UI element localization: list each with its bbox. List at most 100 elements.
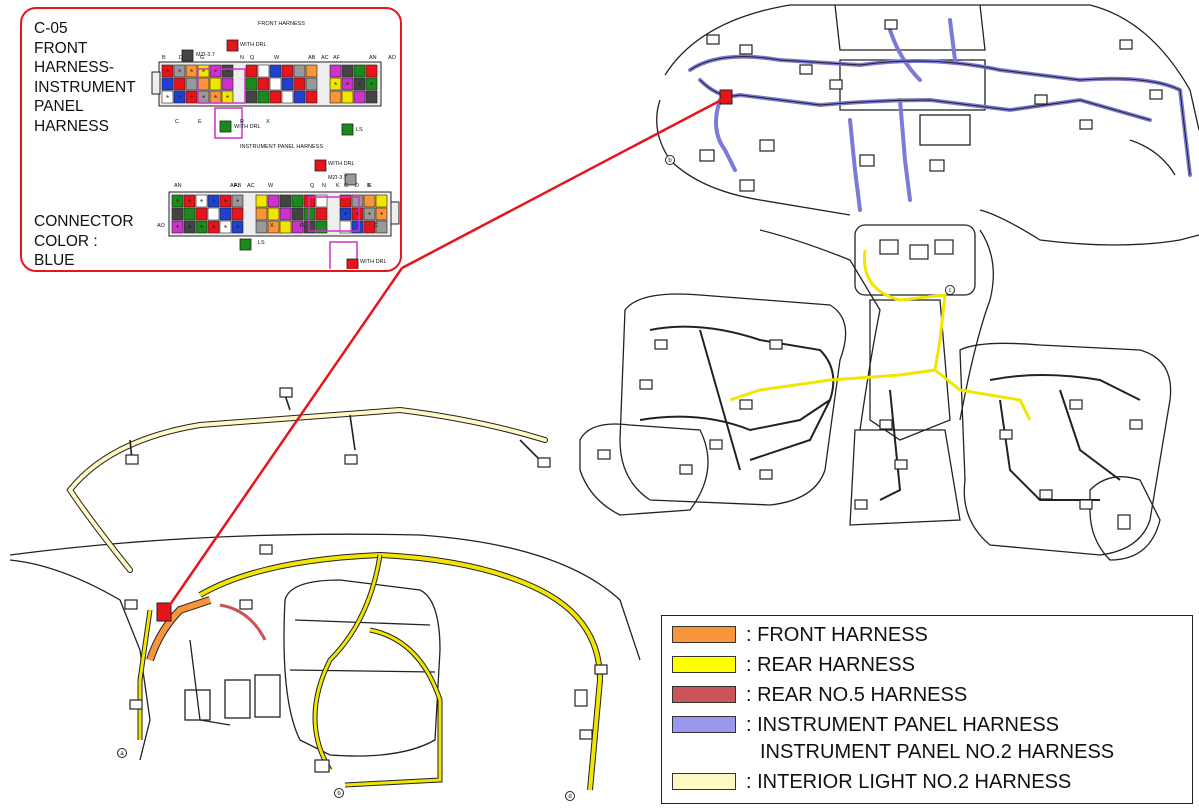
pin-unused-mark: *: [334, 81, 337, 90]
pin-cell: [185, 90, 198, 104]
pin-cell: [363, 194, 376, 208]
pin-label: B: [162, 55, 166, 61]
title-line: C-05: [34, 20, 68, 37]
legend-label: : INSTRUMENT PANEL HARNESS: [746, 714, 1060, 736]
pin-unused-mark: *: [380, 211, 383, 220]
pin-cell: [353, 90, 366, 104]
pin-cell: [293, 77, 306, 91]
pin-cell: [305, 77, 318, 91]
pin-unused-mark: *: [358, 81, 361, 90]
title-line: HARNESS: [34, 117, 109, 135]
pin-label: AO: [388, 55, 396, 61]
pin-label: C: [175, 119, 179, 125]
pin-unused-mark: *: [214, 68, 217, 77]
connector-blocks-right: [597, 19, 1163, 530]
floor-harness-wires: [639, 325, 1141, 501]
pin-unused-mark: *: [346, 81, 349, 90]
connector-pinout: **************** ****************: [151, 39, 400, 269]
pin-cell: [257, 90, 270, 104]
pin-label: AF: [230, 183, 238, 189]
pin-cell: [245, 64, 258, 78]
pin-cell: [221, 64, 234, 78]
pin-unused-mark: *: [212, 198, 215, 207]
title-line: INSTRUMENT: [34, 78, 136, 96]
pin-cell: [209, 77, 222, 91]
callout-leader-lines: [163, 95, 728, 613]
pin-label: X: [270, 223, 274, 229]
legend-label: : REAR NO.5 HARNESS: [746, 684, 968, 706]
connector-blocks-left-bottom: [124, 544, 608, 773]
pin-cell: [221, 77, 234, 91]
pin-label: R: [240, 119, 244, 125]
pin-cell: [245, 90, 258, 104]
pin-cell: [197, 77, 210, 91]
pin-unused-mark: *: [190, 68, 193, 77]
pin-cell: [255, 207, 268, 221]
pin-label: E: [368, 183, 372, 189]
pin-cell: [341, 77, 354, 91]
pin-unused-mark: *: [188, 224, 191, 233]
pin-unused-mark: *: [202, 68, 205, 77]
pin-unused-mark: *: [224, 224, 227, 233]
pin-label: D: [179, 55, 183, 61]
pin-unused-mark: *: [166, 94, 169, 103]
pin-cell: [293, 90, 306, 104]
pin-label: N: [322, 183, 326, 189]
pin-label: G: [344, 183, 349, 189]
pin-cell: [315, 207, 328, 221]
pin-unused-mark: *: [200, 224, 203, 233]
pin-label: AO: [157, 223, 165, 229]
pin-unused-mark: *: [224, 198, 227, 207]
pin-cell: [329, 77, 342, 91]
pin-label: AB: [234, 183, 242, 189]
pin-label: D: [355, 183, 359, 189]
pin-unused-mark: *: [344, 211, 347, 220]
pin-cell: [171, 220, 184, 234]
pin-cell: [195, 220, 208, 234]
pin-cell: [353, 64, 366, 78]
ip-harness-caption: INSTRUMENT PANEL HARNESS: [240, 144, 324, 150]
pin-cell: [171, 207, 184, 221]
point-markers: [117, 155, 955, 801]
pin-unused-mark: *: [236, 198, 239, 207]
pin-cell: [183, 194, 196, 208]
marker-b-bottom: b: [337, 791, 341, 797]
pin-cell: [375, 207, 388, 221]
pin-label: AN: [174, 183, 182, 189]
pin-cell: [231, 220, 244, 234]
pin-cell: [269, 64, 282, 78]
pin-unused-mark: *: [368, 211, 371, 220]
pin-cell: [173, 77, 186, 91]
pin-cell: [207, 194, 220, 208]
pin-unused-mark: *: [178, 68, 181, 77]
point-marker-labels: b c a b d: [120, 158, 951, 800]
pin-cell: [257, 64, 270, 78]
pin-cell: [291, 207, 304, 221]
marker-b-top: b: [668, 158, 672, 164]
pin-cell: [161, 64, 174, 78]
pin-cell: [305, 90, 318, 104]
marker-d-bottom: d: [568, 794, 571, 800]
pin-cell: [219, 194, 232, 208]
pin-unused-mark: *: [176, 224, 179, 233]
pin-unused-mark: *: [236, 224, 239, 233]
with-drl-note: WITH DRL: [240, 42, 267, 48]
pin-cell: [267, 207, 280, 221]
mzi-note: MZI-3.7: [328, 175, 347, 181]
pin-cell: [219, 207, 232, 221]
pin-cell: [351, 220, 364, 234]
pin-cell: [293, 64, 306, 78]
legend-swatch: [672, 716, 736, 733]
pin-unused-mark: *: [214, 94, 217, 103]
pin-unused-mark: *: [166, 68, 169, 77]
pin-unused-mark: *: [202, 94, 205, 103]
pin-cell: [245, 77, 258, 91]
pin-label: R: [300, 223, 304, 229]
pin-label: C: [374, 223, 378, 229]
callout-title: C-05 FRONT HARNESS- INSTRUMENT PANEL HAR…: [34, 19, 136, 136]
pin-cell: [279, 194, 292, 208]
pin-cell: [161, 77, 174, 91]
pin-cell: [231, 207, 244, 221]
pin-cell: [339, 220, 352, 234]
pin-cell: [341, 64, 354, 78]
